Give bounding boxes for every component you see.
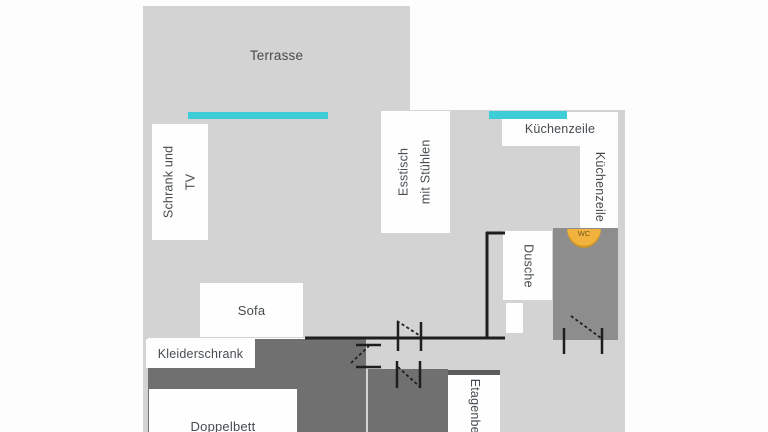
door-bathroom — [562, 315, 604, 354]
door-bedroom — [350, 343, 381, 369]
kitchen-window — [489, 111, 567, 119]
terrace-label: Terrasse — [249, 48, 304, 63]
double-bed-box: Doppelbett — [149, 389, 297, 432]
door-hallway — [396, 320, 423, 351]
double-bed-label: Doppelbett — [190, 419, 256, 432]
shower-box: Dusche — [503, 231, 552, 300]
bunk-room-floor — [498, 340, 625, 432]
bunk-bed-box: Etagenbett — [449, 375, 500, 432]
door-bunk-room — [395, 361, 422, 388]
wc-label: WC — [577, 229, 591, 238]
terrace-window — [188, 112, 328, 119]
sofa-box: Sofa — [200, 283, 303, 337]
wardrobe-label: Kleiderschrank — [157, 346, 244, 361]
bunk-bed-wall-strip — [448, 370, 500, 375]
kitchen-unit-side-box: Küchenzeile — [580, 146, 618, 228]
bedroom-divider-wall — [365, 370, 368, 432]
bunk-nook-floor — [368, 369, 448, 432]
dining-table-box: Esstisch mit Stühlen — [381, 111, 450, 233]
wardrobe-box: Kleiderschrank — [146, 339, 255, 368]
wc-toilet: WC — [567, 229, 601, 248]
kitchen-unit-top-label: Küchenzeile — [524, 122, 596, 136]
hallway-floor — [365, 338, 498, 370]
sofa-label: Sofa — [237, 302, 266, 318]
washbasin-box — [506, 303, 523, 333]
wardrobe-tv-box: Schrank und TV — [152, 124, 208, 240]
left-wall-strip — [143, 338, 148, 432]
